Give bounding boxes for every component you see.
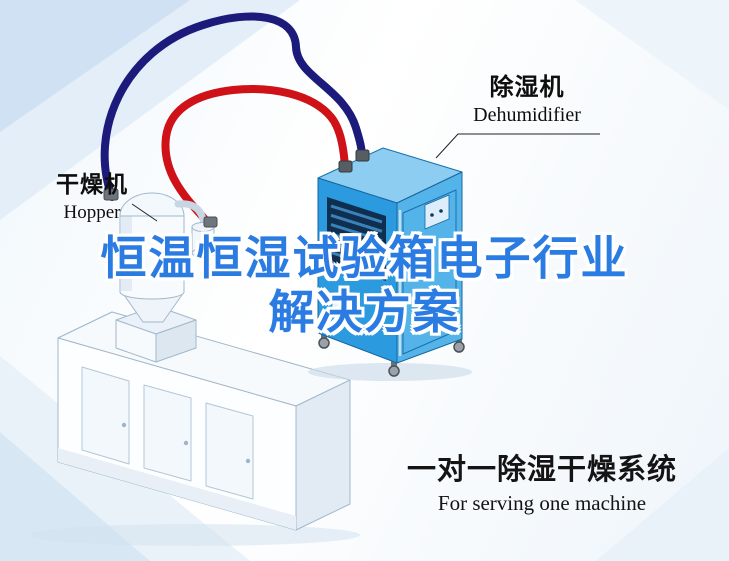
dehumidifier-unit <box>308 147 472 381</box>
return-pipe-fitting <box>103 188 119 201</box>
bg-bottomright-triangle <box>596 448 729 561</box>
hopper-cylinder <box>119 214 185 300</box>
hopper-leader-line <box>131 203 158 222</box>
hopper-blower-bottom <box>191 248 215 258</box>
dehumidifier-label-cn: 除湿机 <box>489 73 565 101</box>
hopper-dome <box>119 192 185 217</box>
dehumidifier-label-en: Dehumidifier <box>473 104 581 126</box>
system-caption: 一对一除湿干燥系统 For serving one machine <box>392 452 692 516</box>
caster-wheel <box>453 341 465 353</box>
hose-port <box>355 149 370 162</box>
door-handle <box>183 440 189 446</box>
bg-topleft-triangle <box>0 0 190 132</box>
title-line1: 恒温恒湿试验箱电子行业 <box>100 231 629 285</box>
title-line2: 解决方案 <box>268 285 461 339</box>
hopper-duct <box>174 200 208 228</box>
door-handle <box>245 458 251 464</box>
caster-stem <box>321 332 327 341</box>
caster-wheel <box>388 365 400 377</box>
extruder-shadow <box>30 524 360 546</box>
extruder-door-panel <box>143 384 192 482</box>
control-panel <box>424 194 450 230</box>
extruder-door-panel <box>81 366 130 465</box>
control-button <box>430 213 434 217</box>
caption-line1: 一对一除湿干燥系统 <box>406 452 677 486</box>
hose-port <box>338 160 353 173</box>
gearbox-front <box>115 319 157 363</box>
hopper-label-group: 干燥机 Hopper <box>44 172 140 225</box>
extruder-right-face <box>295 379 351 531</box>
dehumidifier-label-group: 除湿机 Dehumidifier <box>452 74 602 127</box>
bg-topright-triangle <box>575 0 729 110</box>
hopper-label-cn: 干燥机 <box>56 172 128 198</box>
side-door-outline <box>402 189 457 355</box>
caster-wheel <box>318 337 330 349</box>
dehumidifier-leader-line <box>435 133 600 159</box>
return-pipe-navy <box>100 12 366 201</box>
extruder-kick-strip <box>58 448 296 530</box>
supply-pipe-fitting <box>203 216 218 228</box>
vent-grille-slats <box>330 204 383 270</box>
hopper-cylinder-shade <box>121 216 132 291</box>
door-handle <box>121 422 127 428</box>
page-title: 恒温恒湿试验箱电子行业 解决方案 <box>0 232 729 338</box>
extruder-door-panel <box>205 402 254 500</box>
hopper-dryer-extruder <box>30 188 360 546</box>
supply-pipe-red <box>161 85 349 229</box>
control-button <box>439 209 443 213</box>
caption-line2: For serving one machine <box>437 491 647 515</box>
brand-plate <box>331 297 353 315</box>
hopper-label-en: Hopper <box>63 202 121 223</box>
